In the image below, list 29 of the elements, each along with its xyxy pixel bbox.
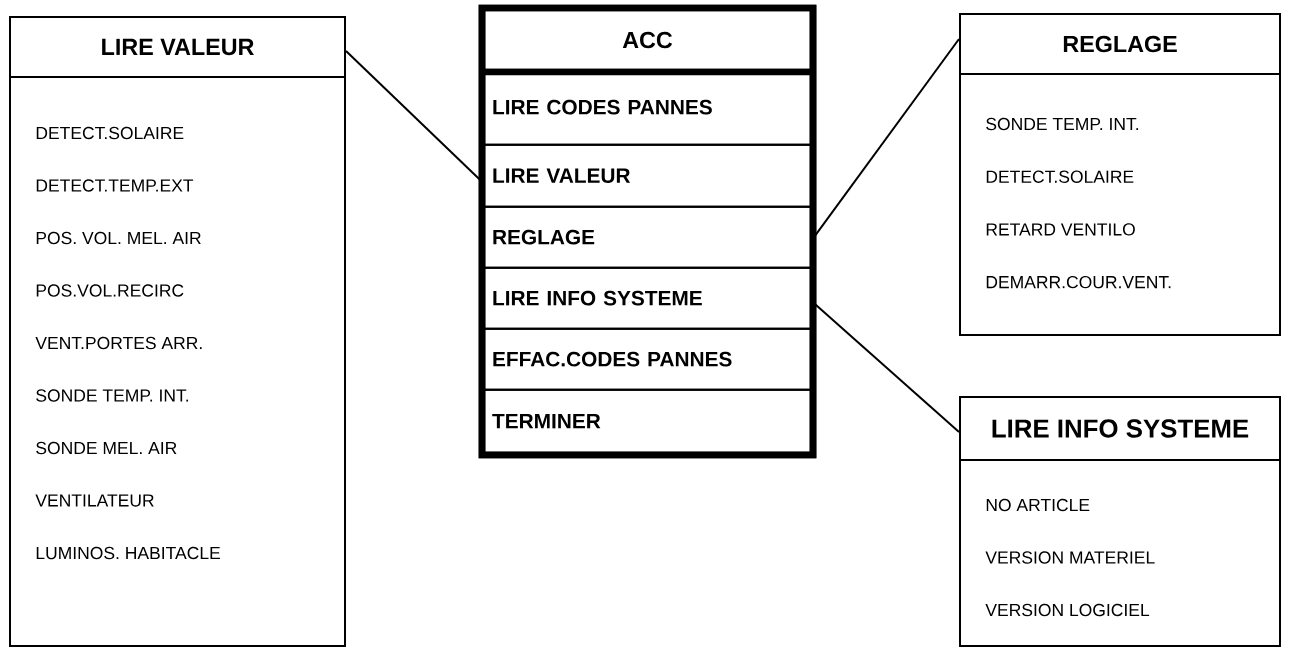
menu-row: EFFAC.CODES PANNES: [481, 327, 814, 391]
item-text: DEMARR.COUR.VENT.: [986, 275, 1171, 289]
item-text: NO ARTICLE: [986, 498, 1090, 512]
item-text: DETECT.TEMP.EXT: [36, 179, 194, 192]
panel-heading: LIRE INFO SYSTEME: [992, 419, 1249, 438]
connector-line: [813, 302, 960, 433]
item-text: RETARD VENTILO: [986, 223, 1135, 236]
connector-line: [345, 50, 482, 182]
menu-row: LIRE INFO SYSTEME: [481, 266, 814, 330]
item-text: SONDE TEMP. INT.: [36, 389, 189, 402]
menu-row: LIRE VALEUR: [481, 143, 814, 208]
item-text: SONDE MEL. AIR: [36, 441, 177, 455]
table-heading: ACC: [622, 31, 673, 49]
item-text: LUMINOS. HABITACLE: [36, 546, 220, 560]
item-text: DETECT.SOLAIRE: [36, 126, 184, 140]
item-text: POS. VOL. MEL. AIR: [36, 231, 201, 245]
menu-row: LIRE CODES PANNES: [481, 68, 814, 146]
menu-row: REGLAGE: [481, 205, 814, 269]
menu-row: TERMINER: [481, 388, 814, 454]
connector-line: [813, 38, 960, 239]
panel-heading: REGLAGE: [1063, 35, 1177, 53]
item-text: VERSION MATERIEL: [985, 551, 1155, 564]
item-text: VENTILATEUR: [35, 494, 154, 507]
panel-heading: LIRE VALEUR: [102, 38, 254, 56]
item-text: POS.VOL.RECIRC: [36, 284, 184, 297]
item-text: VERSION LOGICIEL: [985, 603, 1150, 617]
item-text: VENT.PORTES ARR.: [35, 336, 202, 350]
item-text: DETECT.SOLAIRE: [986, 170, 1134, 183]
item-text: SONDE TEMP. INT.: [986, 117, 1139, 131]
